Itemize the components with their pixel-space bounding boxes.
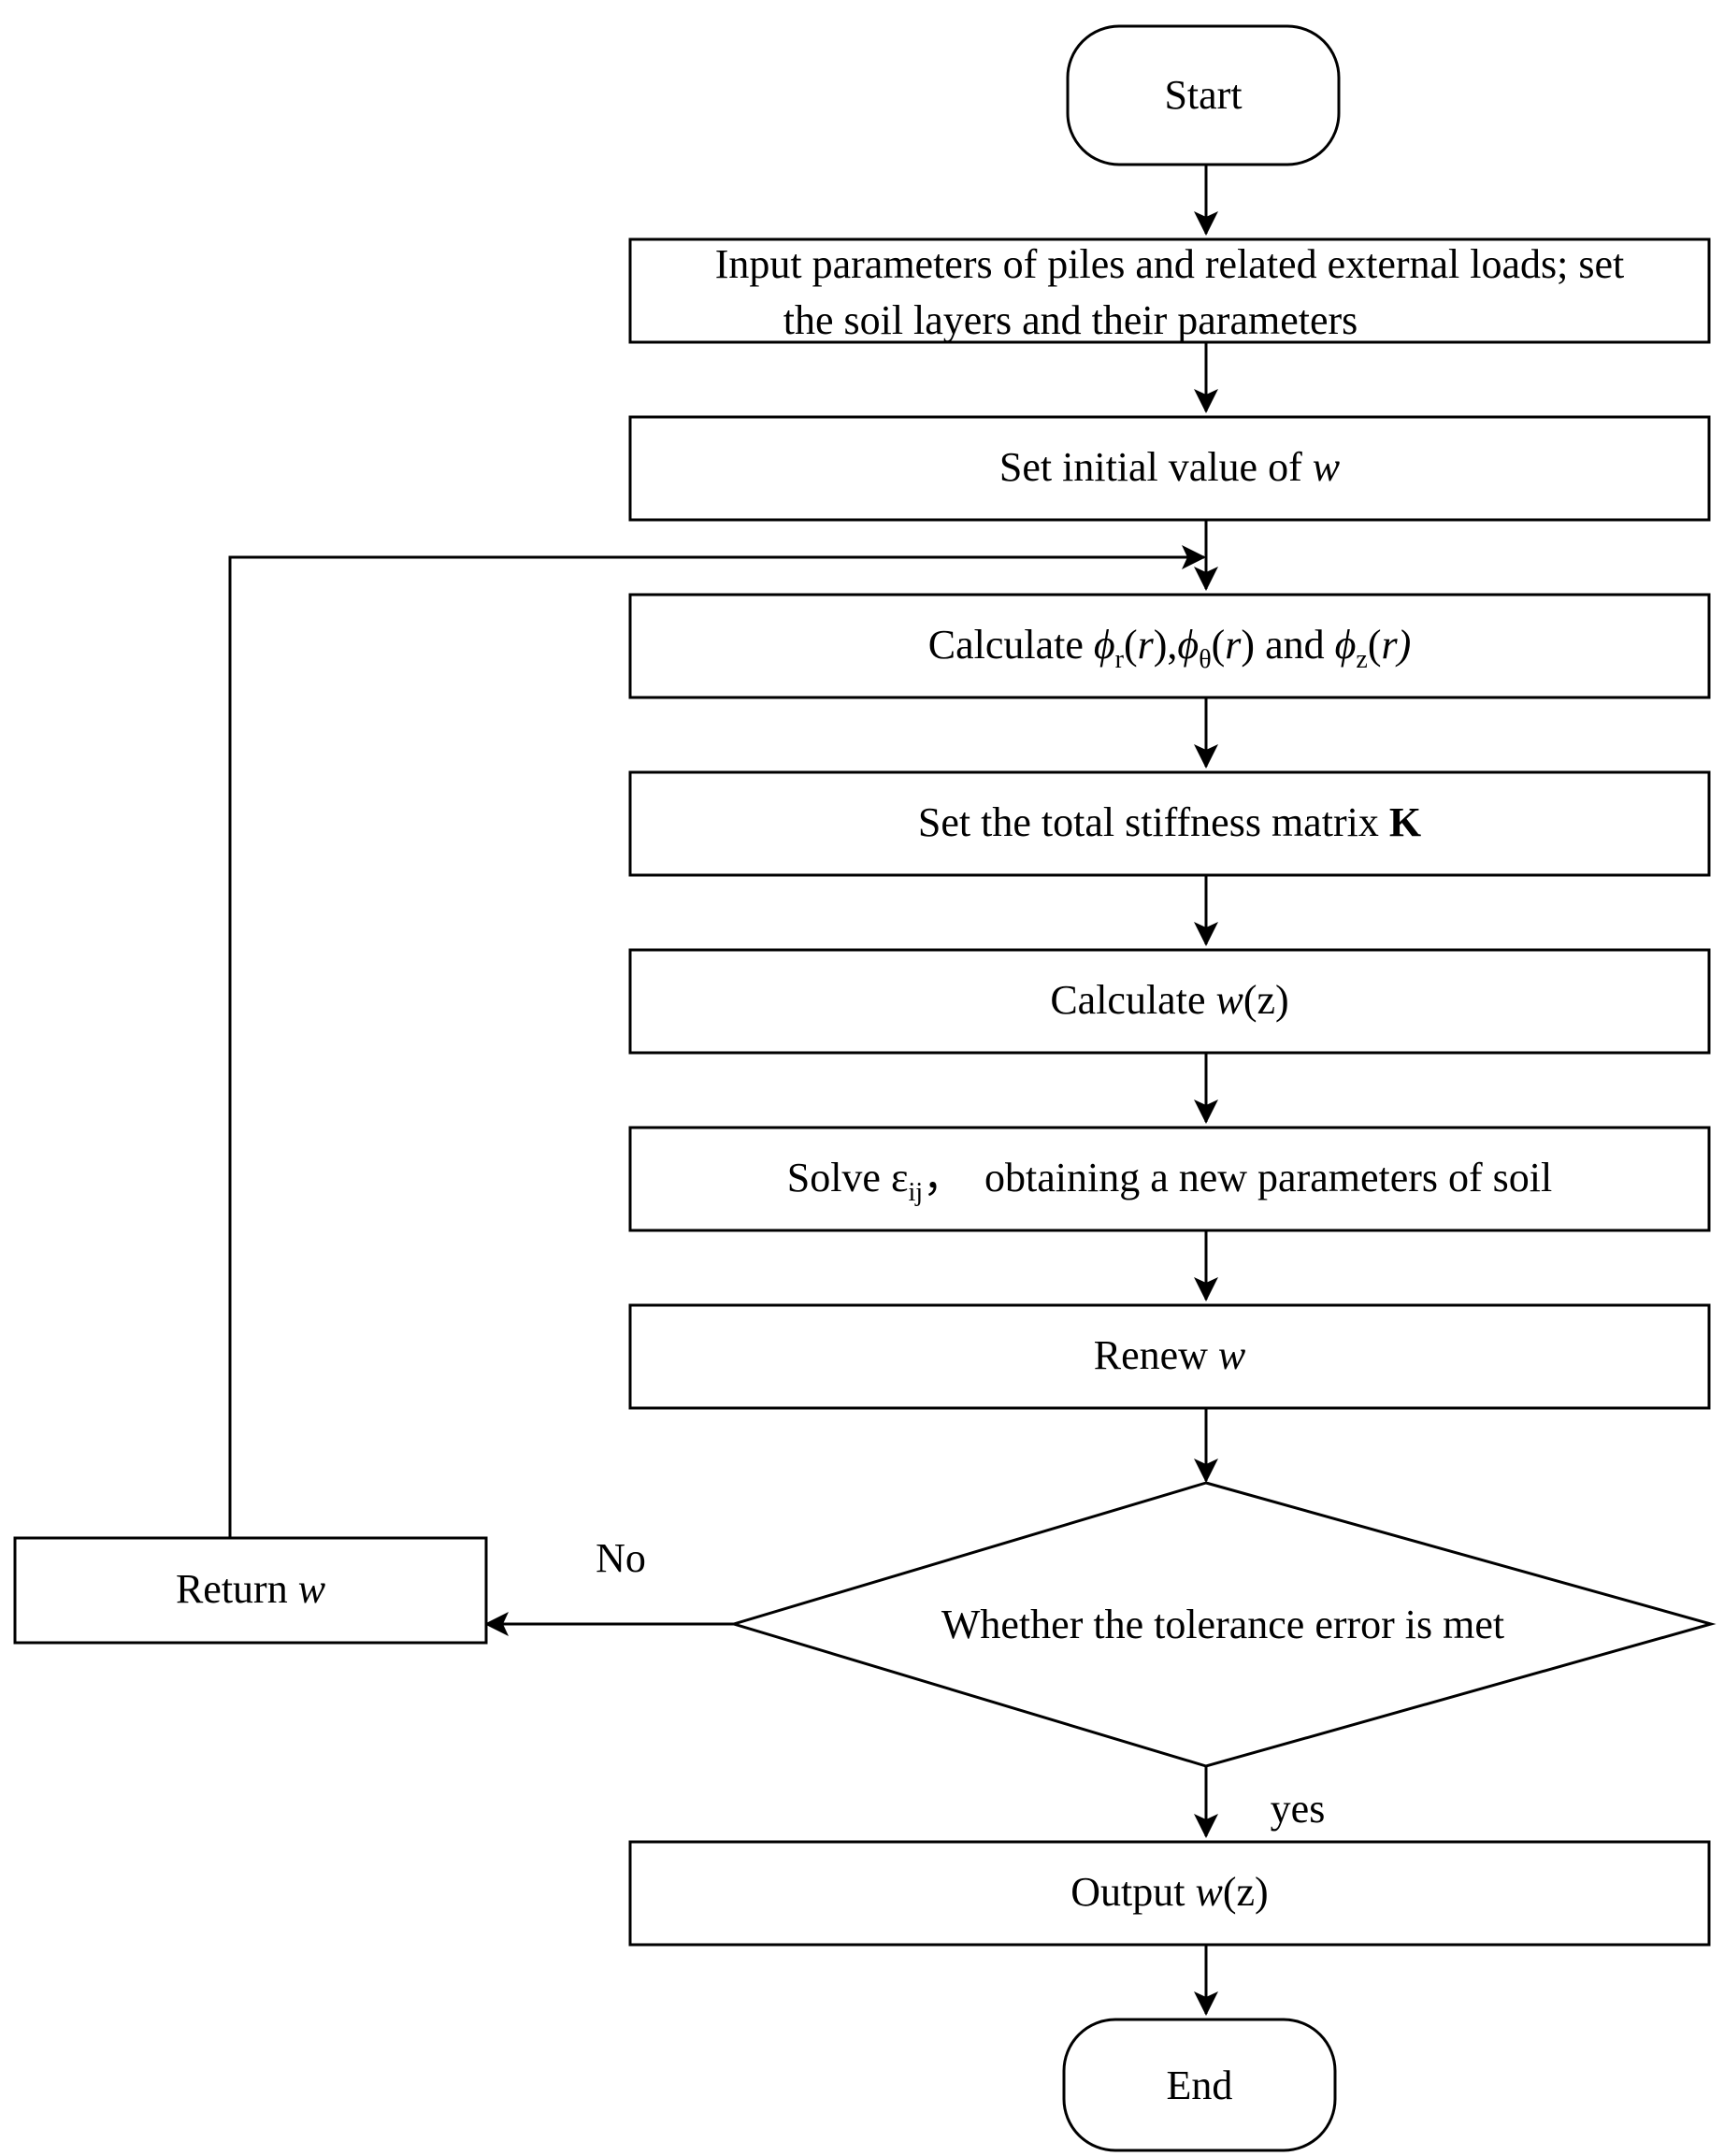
node-input-params: Input parameters of piles and related ex… xyxy=(628,237,1711,344)
set-initial-box xyxy=(628,415,1711,522)
solve-strain-text: Solve εij， obtaining a new parameters of… xyxy=(787,1155,1553,1207)
edge-label-no: No xyxy=(596,1535,646,1581)
phi-z-arg: r xyxy=(1381,622,1398,668)
set-initial-var: w xyxy=(1313,444,1341,490)
phi-r-arg: r xyxy=(1138,622,1155,668)
renew-var: w xyxy=(1218,1332,1246,1378)
phi-z-close: ) xyxy=(1395,622,1412,668)
connectors xyxy=(228,165,1218,2016)
phi-z-symbol: ϕ xyxy=(1335,622,1357,668)
renew-text: Renew w xyxy=(1094,1332,1246,1378)
node-calc-w: Calculate w(z) xyxy=(628,948,1711,1055)
output-text: Output w(z) xyxy=(1070,1869,1268,1915)
return-w-box xyxy=(13,1536,488,1645)
node-end: End xyxy=(1062,2018,1337,2152)
end-label: End xyxy=(1167,2063,1233,2108)
calc-w-text: Calculate w(z) xyxy=(1050,977,1288,1023)
node-set-initial: Set initial value of w xyxy=(628,415,1711,522)
phi-r-open: ( xyxy=(1124,622,1138,668)
start-terminal xyxy=(1066,24,1341,166)
phi-r-subscript: r xyxy=(1115,645,1125,674)
renew-box xyxy=(628,1303,1711,1410)
strain-subscript: ij xyxy=(908,1178,923,1207)
solve-strain-box xyxy=(628,1126,1711,1232)
node-calc-phi: Calculate ϕr(r),ϕθ(r) and ϕz(r) xyxy=(628,593,1711,699)
calc-w-arg: (z) xyxy=(1243,977,1289,1023)
node-decision: Whether the tolerance error is met xyxy=(728,1481,1717,1768)
node-solve-strain: Solve εij， obtaining a new parameters of… xyxy=(628,1126,1711,1232)
input-params-line-1: Input parameters of piles and related ex… xyxy=(715,241,1625,287)
calc-w-prefix: Calculate xyxy=(1050,977,1215,1023)
phi-theta-symbol: ϕ xyxy=(1177,622,1199,668)
node-stiffness: Set the total stiffness matrix K xyxy=(628,770,1711,877)
output-arg: (z) xyxy=(1223,1869,1269,1915)
return-w-var: w xyxy=(298,1566,326,1612)
output-var: w xyxy=(1196,1869,1224,1915)
node-output: Output w(z) xyxy=(628,1840,1711,1947)
phi-theta-open: ( xyxy=(1212,622,1226,668)
node-start: Start xyxy=(1066,24,1341,166)
input-params-line-2: the soil layers and their parameters xyxy=(783,297,1358,343)
calc-w-var: w xyxy=(1215,977,1243,1023)
phi-and: and xyxy=(1255,622,1335,668)
decision-diamond xyxy=(728,1481,1717,1768)
edge-label-yes: yes xyxy=(1271,1786,1326,1832)
phi-r-close: ) xyxy=(1154,622,1168,668)
end-terminal xyxy=(1062,2018,1337,2152)
output-box xyxy=(628,1840,1711,1947)
return-w-prefix: Return xyxy=(176,1566,298,1612)
stiffness-box xyxy=(628,770,1711,877)
output-prefix: Output xyxy=(1070,1869,1195,1915)
set-initial-prefix: Set initial value of xyxy=(999,444,1313,490)
return-w-text: Return w xyxy=(176,1566,326,1612)
phi-comma: , xyxy=(1167,622,1177,668)
decision-label: Whether the tolerance error is met xyxy=(941,1602,1504,1647)
calc-phi-box xyxy=(628,593,1711,699)
input-params-box xyxy=(628,237,1711,344)
phi-z-subscript: z xyxy=(1356,645,1367,674)
node-renew: Renew w xyxy=(628,1303,1711,1410)
phi-r-symbol: ϕ xyxy=(1094,622,1115,668)
start-label: Start xyxy=(1164,72,1242,118)
phi-theta-arg: r xyxy=(1225,622,1242,668)
node-return-w: Return w xyxy=(13,1536,488,1645)
phi-theta-close: ) xyxy=(1241,622,1255,668)
solve-strain-suffix: ， obtaining a new parameters of soil xyxy=(923,1155,1552,1200)
calc-phi-text: Calculate ϕr(r),ϕθ(r) and ϕz(r) xyxy=(928,622,1412,674)
loop-back-arrow xyxy=(228,545,1206,1538)
renew-prefix: Renew xyxy=(1094,1332,1218,1378)
calc-w-box xyxy=(628,948,1711,1055)
phi-z-open: ( xyxy=(1368,622,1382,668)
set-initial-text: Set initial value of w xyxy=(999,444,1341,490)
stiffness-matrix-symbol: K xyxy=(1389,799,1421,845)
solve-strain-prefix: Solve xyxy=(787,1155,891,1200)
stiffness-text: Set the total stiffness matrix K xyxy=(918,799,1421,845)
strain-symbol: ε xyxy=(891,1155,908,1200)
calc-phi-prefix: Calculate xyxy=(928,622,1094,668)
phi-theta-subscript: θ xyxy=(1199,645,1211,674)
stiffness-prefix: Set the total stiffness matrix xyxy=(918,799,1389,845)
